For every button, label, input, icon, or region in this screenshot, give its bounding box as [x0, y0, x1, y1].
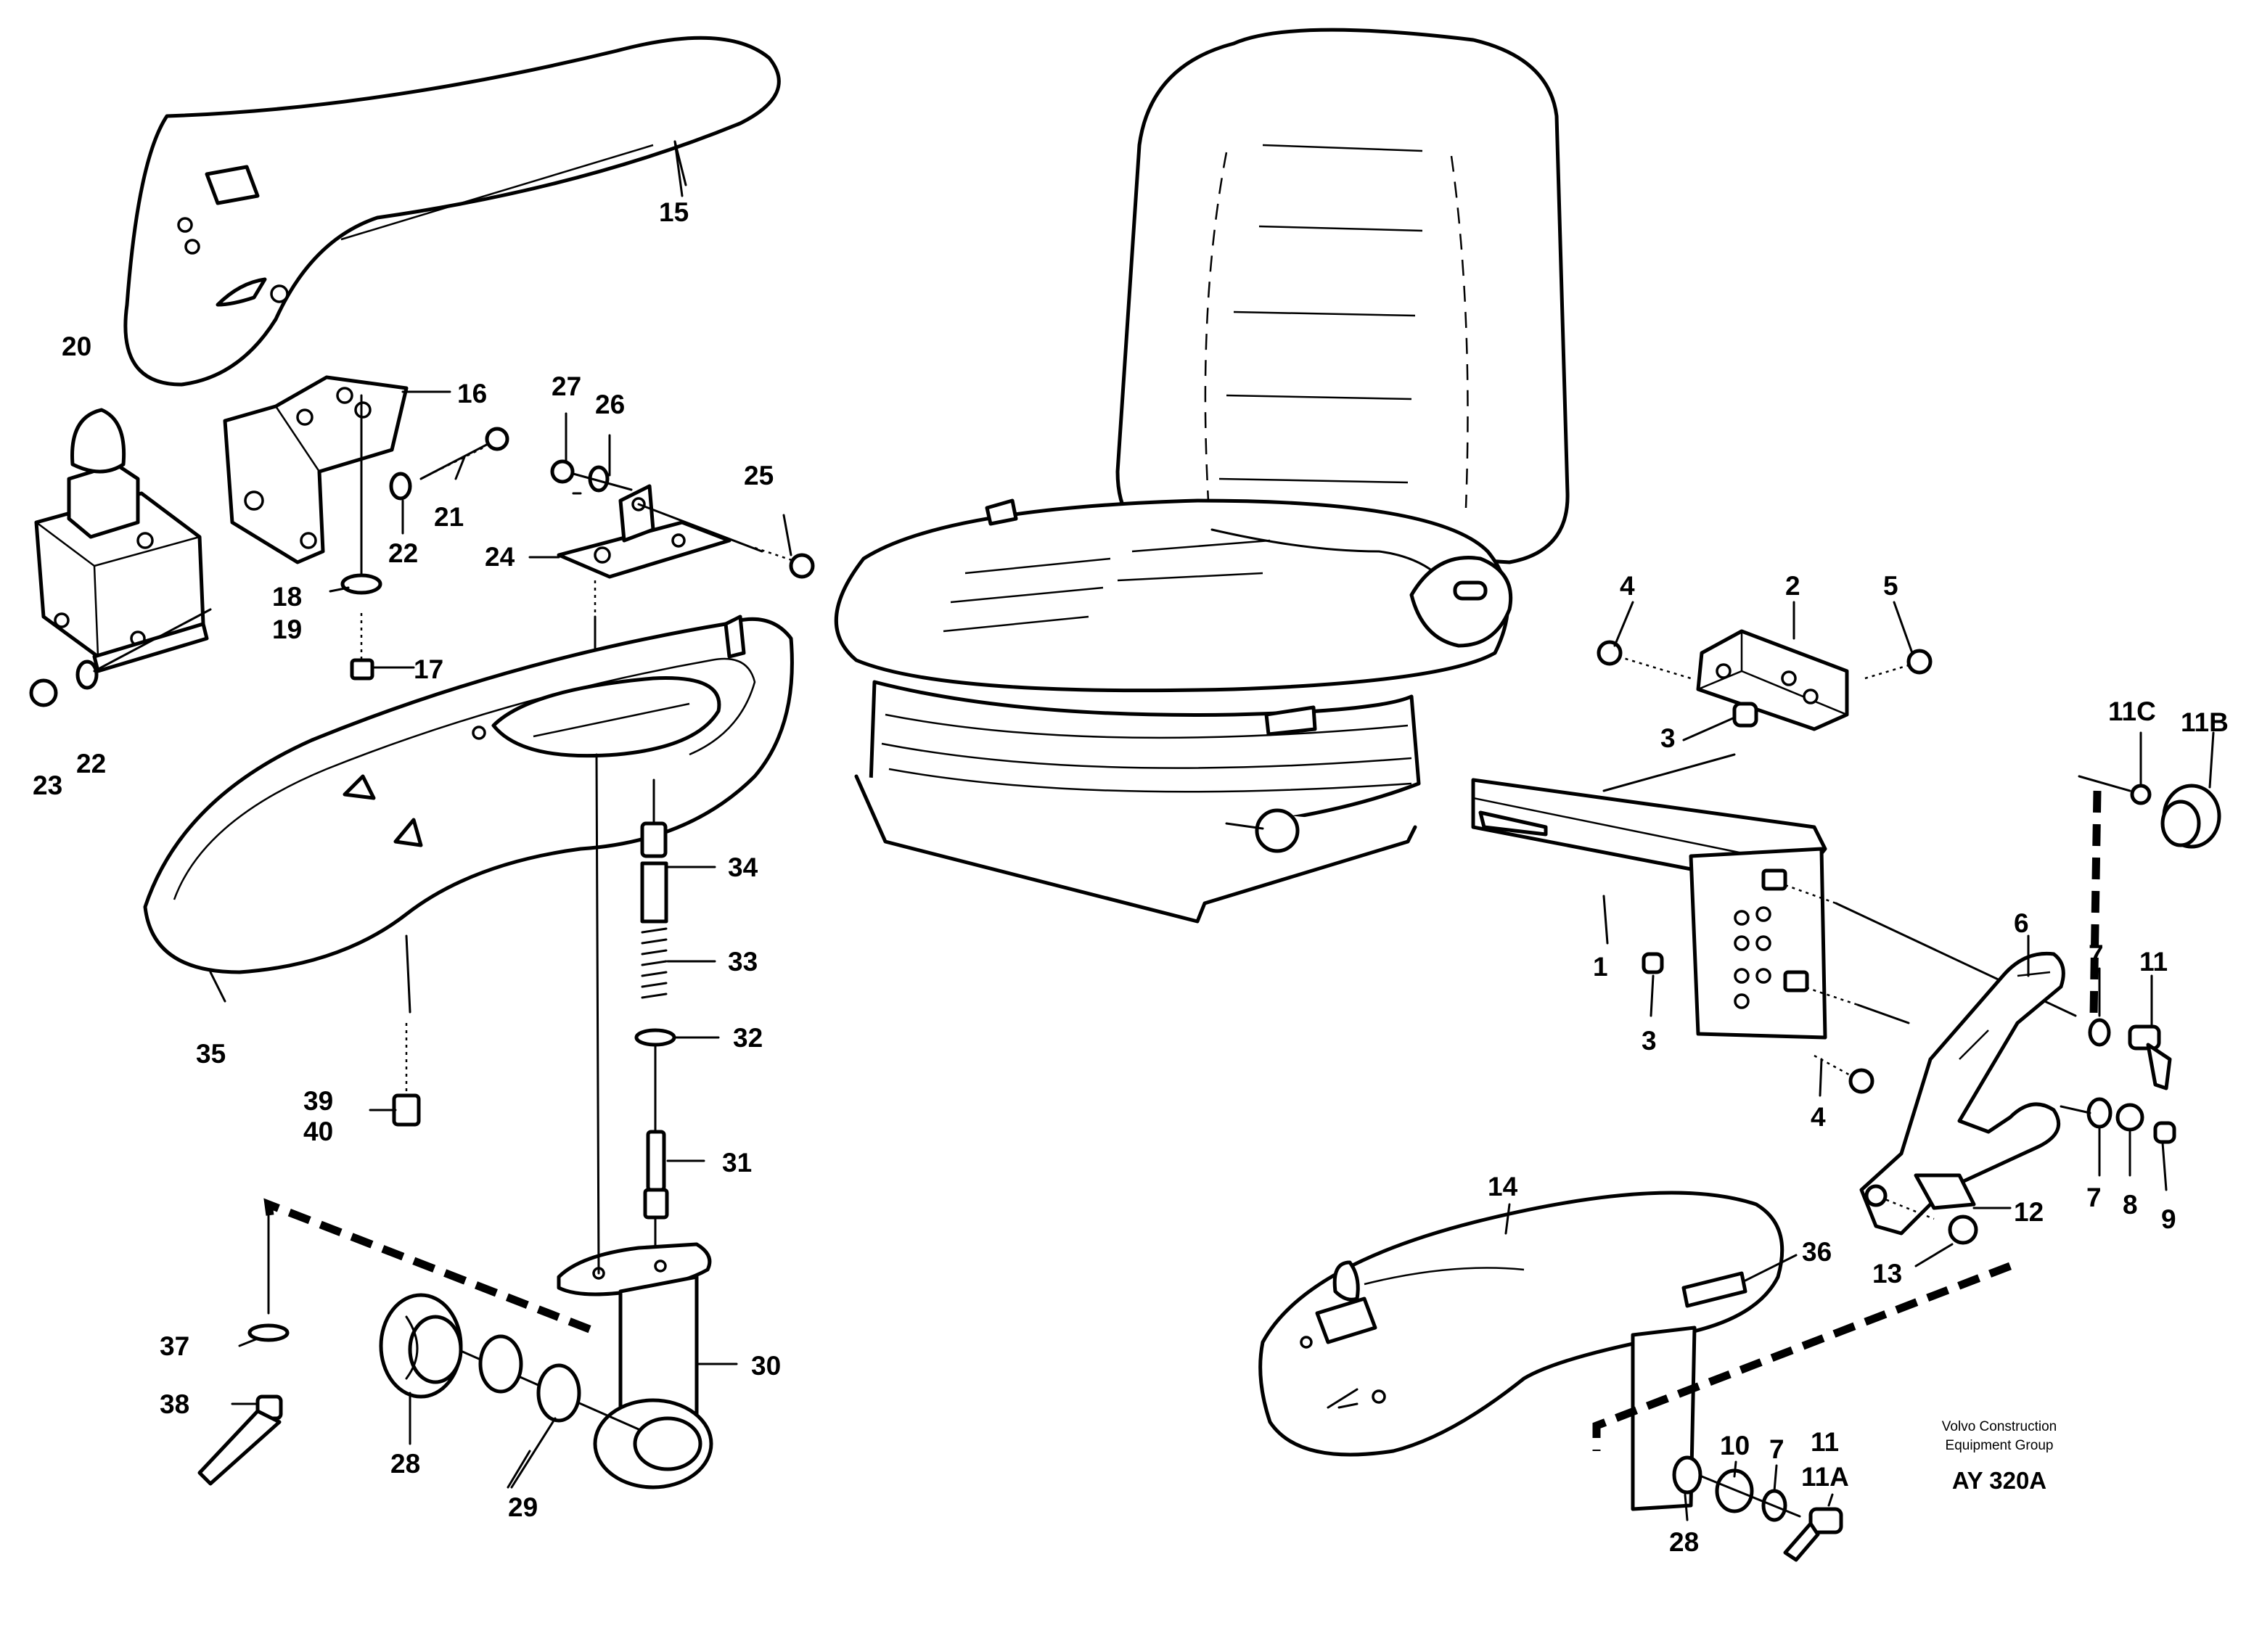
assembly-path-right-bottom [1592, 1262, 2012, 1451]
label-11-lower: 11 [1811, 1427, 1839, 1457]
label-14: 14 [1488, 1172, 1518, 1201]
label-9: 9 [2161, 1204, 2176, 1234]
label-18: 18 [272, 582, 302, 612]
label-3-top: 3 [1660, 723, 1676, 753]
pivot-knob-28 [379, 1293, 640, 1431]
label-4-top: 4 [1620, 571, 1635, 601]
label-29: 29 [508, 1492, 538, 1522]
label-22-lower: 22 [76, 749, 106, 778]
armrest-right [1258, 1191, 1784, 1511]
label-21: 21 [434, 502, 464, 532]
lever-11 [2128, 1024, 2172, 1090]
armrest-mount-bracket [1471, 753, 2077, 1040]
label-13: 13 [1872, 1259, 1902, 1289]
label-11-upper: 11 [2139, 947, 2168, 977]
label-28-left: 28 [390, 1449, 420, 1479]
label-3-lower: 3 [1642, 1026, 1657, 1056]
control-switch-box [34, 408, 209, 673]
label-24: 24 [485, 542, 515, 572]
label-12: 12 [2014, 1197, 2044, 1227]
label-6: 6 [2014, 908, 2029, 938]
label-34: 34 [728, 852, 758, 882]
label-11B: 11B [2181, 707, 2229, 737]
bracket-16 [223, 375, 409, 564]
label-16: 16 [457, 379, 487, 408]
bolt-13 [1864, 1184, 1978, 1245]
label-28-right: 28 [1669, 1527, 1699, 1557]
drawing-code: AY 320A [1952, 1467, 2046, 1494]
operator-seat [834, 28, 1570, 924]
label-26: 26 [595, 390, 625, 419]
support-column [557, 753, 713, 1489]
armrest-base-tray [143, 615, 794, 1127]
label-7-middle: 7 [2086, 1183, 2102, 1212]
bolt-25 [754, 546, 815, 579]
label-31: 31 [722, 1148, 752, 1178]
label-32: 32 [733, 1023, 763, 1053]
label-27: 27 [552, 371, 581, 401]
swing-bracket [1859, 951, 2065, 1236]
label-30: 30 [751, 1351, 781, 1381]
label-7-lower: 7 [1769, 1434, 1784, 1464]
label-37: 37 [160, 1331, 189, 1361]
label-15: 15 [659, 197, 689, 227]
armrest-pad-left [123, 36, 781, 387]
label-11C: 11C [2108, 696, 2156, 726]
label-2: 2 [1785, 571, 1800, 601]
label-11A: 11A [1801, 1462, 1849, 1492]
leader-lines [209, 140, 2215, 1521]
label-4-lower: 4 [1811, 1102, 1826, 1132]
knob-11B [2130, 784, 2221, 849]
label-19: 19 [272, 615, 302, 644]
label-10: 10 [1720, 1431, 1750, 1460]
label-20: 20 [62, 332, 91, 361]
bolt-5 [1864, 649, 1933, 680]
company-name-line1: Volvo Construction [1942, 1419, 2057, 1434]
label-36: 36 [1802, 1237, 1832, 1267]
label-40: 40 [303, 1117, 333, 1146]
label-17: 17 [414, 654, 443, 684]
label-23: 23 [33, 770, 62, 800]
label-35: 35 [196, 1039, 226, 1069]
bolt-4-top [1597, 640, 1692, 680]
nut-23 [29, 608, 212, 707]
bracket-2 [1696, 629, 1849, 731]
mounting-plate-24 [550, 459, 763, 756]
assembly-path-right-top [2089, 790, 2102, 1016]
part-labels: 15 20 16 21 22 18 19 17 23 22 27 26 25 2… [33, 197, 2229, 1557]
pivot-knob-28-right [1672, 1455, 1801, 1522]
screw-17 [340, 394, 415, 681]
label-22-upper: 22 [388, 538, 418, 568]
label-8: 8 [2123, 1190, 2138, 1220]
assembly-path-left [263, 1198, 599, 1336]
label-1: 1 [1593, 952, 1608, 982]
label-25: 25 [744, 461, 774, 490]
bolt-4-lower [1814, 1054, 1874, 1094]
label-38: 38 [160, 1389, 189, 1419]
knob-38 [197, 1323, 290, 1486]
lever-11A [1783, 1507, 1843, 1562]
label-33: 33 [728, 947, 758, 977]
label-5: 5 [1883, 571, 1898, 601]
drawing-footer: Volvo Construction Equipment Group AY 32… [1942, 1419, 2057, 1494]
bolt-21 [389, 427, 509, 501]
label-39: 39 [303, 1086, 333, 1116]
hardware-7-8-9 [2060, 1018, 2176, 1144]
company-name-line2: Equipment Group [1946, 1438, 2054, 1453]
label-7-upper: 7 [2089, 940, 2104, 969]
